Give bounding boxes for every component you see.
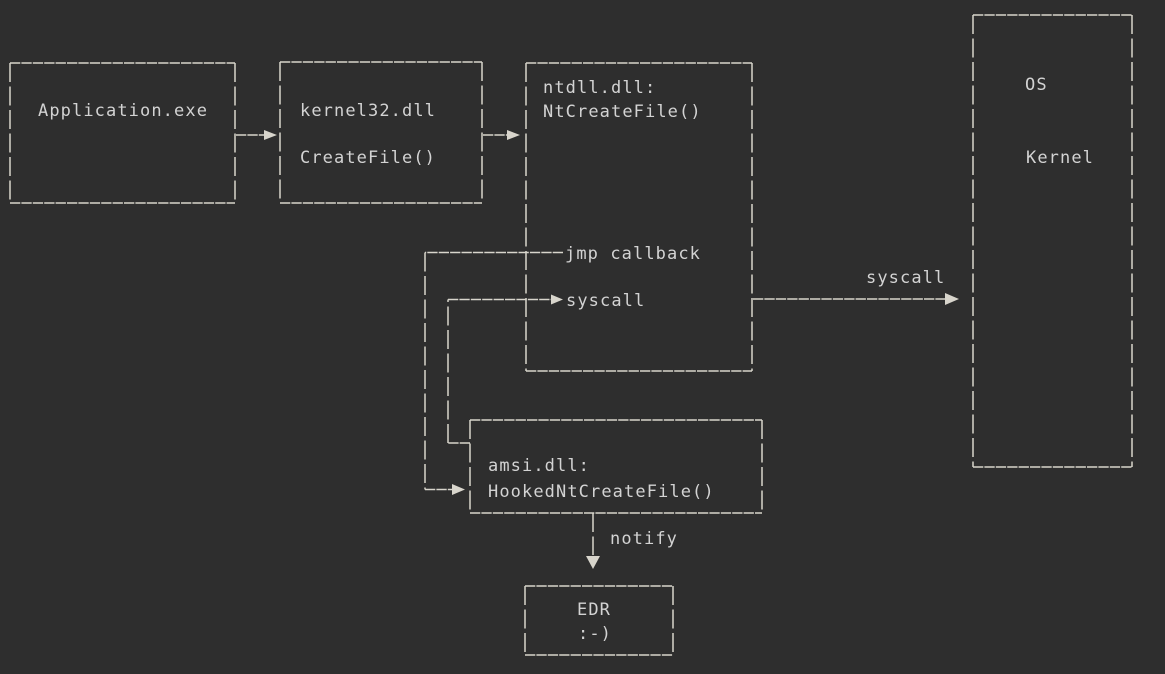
edge-jmp-callback-to-amsi [424,251,563,495]
kernel32-function: CreateFile() [300,148,436,168]
jmp-callback-label: jmp callback [565,244,701,264]
amsi-function: HookedNtCreateFile() [488,482,715,502]
application-node: Application.exe [9,62,236,204]
edge-amsi-to-edr: notify [586,513,678,569]
arrowhead-right-icon [452,484,465,495]
os-label: OS [1025,75,1048,95]
edr-node: EDR :-) [524,585,674,656]
ntdll-node: ntdll.dll: NtCreateFile() jmp callback s… [525,62,753,372]
syscall-edge-label: syscall [866,268,945,288]
edr-smiley: :-) [578,624,612,644]
arrow-app-to-kernel32 [236,130,277,140]
arrowhead-right-icon [264,130,277,140]
arrow-syscall-to-kernel: syscall [753,268,959,305]
arrowhead-right-icon [551,294,563,305]
arrowhead-right-icon [945,293,959,305]
notify-edge-label: notify [610,529,678,549]
kernel-label: Kernel [1026,148,1094,168]
arrowhead-right-icon [507,130,520,140]
ntdll-title: ntdll.dll: [543,78,656,98]
ntdll-function: NtCreateFile() [543,102,702,122]
arrow-kernel32-to-ntdll [483,130,520,140]
arrowhead-down-icon [586,556,600,569]
kernel32-title: kernel32.dll [300,101,436,121]
syscall-instruction-label: syscall [566,291,645,311]
os-kernel-node: OS Kernel [972,14,1133,468]
edge-amsi-to-syscall [447,294,563,444]
application-label: Application.exe [38,101,208,121]
amsi-title: amsi.dll: [488,456,590,476]
edr-label: EDR [577,600,611,620]
amsi-node: amsi.dll: HookedNtCreateFile() [469,419,763,514]
kernel32-node: kernel32.dll CreateFile() [279,61,483,204]
